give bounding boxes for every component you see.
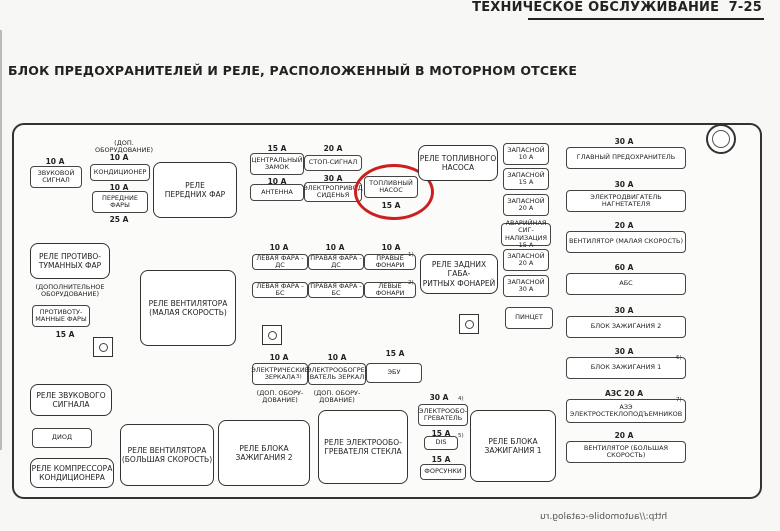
fuse-tsentralny-zamok: ЦЕНТРАЛЬНЫЙ ЗАМОК: [250, 153, 304, 175]
amp-glavny-predohranitel: 30 A: [614, 136, 634, 146]
relay-bloka-zazhiganiya-1: РЕЛЕ БЛОКА ЗАЖИГАНИЯ 1: [470, 410, 556, 482]
page-number: 7-25: [728, 0, 762, 15]
fuse-stop-signal: СТОП-СИГНАЛ: [304, 155, 362, 171]
note-3: 3): [296, 374, 302, 380]
amp-pravye-fonari: 10 A: [381, 242, 401, 252]
note-2: 2): [408, 280, 414, 286]
fuel-pump-fuse-highlight: [354, 164, 434, 220]
fuse-glavny-predohranitel: ГЛАВНЫЙ ПРЕДОХРАНИТЕЛЬ: [566, 147, 686, 169]
note-1: 1): [408, 252, 414, 258]
relay-zadnih-gabaritnyh-fonarey: РЕЛЕ ЗАДНИХ ГАБА- РИТНЫХ ФОНАРЕЙ: [420, 254, 498, 294]
amp-forsunki: 15 A: [431, 454, 451, 464]
note-6: 6): [676, 355, 682, 361]
terminal-left: [93, 337, 113, 357]
fuse-levaya-fara-bs: ЛЕВАЯ ФАРА - БС: [252, 282, 308, 298]
amp-antenna: 10 A: [267, 176, 287, 186]
fuse-antenna: АНТЕННА: [250, 184, 304, 201]
fuse-zapasnoy-15: ЗАПАСНОЙ 15 A: [503, 168, 549, 190]
fuse-aze-elektrosteklopodemniki: АЗЭ ЭЛЕКТРОСТЕКЛОПОДЪЕМНИКОВ: [566, 399, 686, 423]
fuse-levye-fonari: ЛЕВЫЕ ФОНАРИ: [364, 282, 416, 298]
fuse-levaya-fara-ds: ЛЕВАЯ ФАРА - ДС: [252, 254, 308, 270]
note-dop-obogrev: (ДОП. ОБОРУ- ДОВАНИЕ): [313, 388, 361, 404]
section-title: ТЕХНИЧЕСКОЕ ОБСЛУЖИВАНИЕ: [472, 0, 720, 15]
fuse-ventilyator-malaya: ВЕНТИЛЯТОР (МАЛАЯ СКОРОСТЬ): [566, 231, 686, 253]
fuse-elektroobogrevatel: ЭЛЕКТРООБО- ГРЕВАТЕЛЬ: [418, 404, 468, 426]
note-dop-zerkala: (ДОП. ОБОРУ- ДОВАНИЕ): [256, 388, 304, 404]
amp-protivotumannye-fary: 15 A: [55, 329, 75, 339]
note-dopolnitelnoe-oborudovanie: (ДОПОЛНИТЕЛЬНОЕ ОБОРУДОВАНИЕ): [35, 282, 105, 298]
fuse-avariynaya-signalizatsiya: АВАРИЙНАЯ СИГ- НАЛИЗАЦИЯ 15 A: [501, 220, 551, 248]
fuse-protivotumannye-fary: ПРОТИВОТУ- МАННЫЕ ФАРЫ: [32, 305, 90, 327]
header-rule: [528, 18, 764, 20]
amp-zvukovoy-signal: 10 A: [45, 156, 65, 166]
relay-protivotumannyh-far: РЕЛЕ ПРОТИВО- ТУМАННЫХ ФАР: [30, 243, 110, 279]
relay-toplivnogo-nasosa: РЕЛЕ ТОПЛИВНОГО НАСОСА: [418, 145, 498, 181]
page-binding-edge: [0, 30, 2, 450]
relay-ventilyatora-bolshaya: РЕЛЕ ВЕНТИЛЯТОРА (БОЛЬШАЯ СКОРОСТЬ): [120, 424, 214, 486]
fuse-pravye-fonari: ПРАВЫЕ ФОНАРИ: [364, 254, 416, 270]
fuse-zapasnoy-20b: ЗАПАСНОЙ 20 A: [503, 249, 549, 271]
relay-bloka-zazhiganiya-2: РЕЛЕ БЛОКА ЗАЖИГАНИЯ 2: [218, 420, 310, 486]
fuse-pravaya-fara-bs: ПРАВАЯ ФАРА - БС: [308, 282, 364, 298]
fuse-forsunki: ФОРСУНКИ: [420, 464, 466, 480]
terminal-center: [262, 325, 282, 345]
amp-perednie-fary-top: 10 A: [109, 182, 129, 192]
fuse-zapasnoy-10: ЗАПАСНОЙ 10 A: [503, 143, 549, 165]
amp-ventilyator-malaya: 20 A: [614, 220, 634, 230]
amp-dis: 15 A: [431, 428, 451, 438]
amp-elektrodvigatel-nagnetatelya: 30 A: [614, 179, 634, 189]
mounting-hole: [706, 124, 736, 154]
pintset: ПИНЦЕТ: [505, 307, 553, 329]
amp-elektroobogrevatel-zerkal: 10 A: [327, 352, 347, 362]
fuse-zapasnoy-30: ЗАПАСНОЙ 30 A: [503, 275, 549, 297]
fuse-pravaya-fara-ds: ПРАВАЯ ФАРА - ДС: [308, 254, 364, 270]
diagram-title: БЛОК ПРЕДОХРАНИТЕЛЕЙ И РЕЛЕ, РАСПОЛОЖЕНН…: [8, 63, 578, 78]
relay-perednih-far: РЕЛЕ ПЕРЕДНИХ ФАР: [153, 162, 237, 218]
fuse-elektricheskie-zerkala: ЭЛЕКТРИЧЕСКИЕ ЗЕРКАЛА: [251, 363, 309, 385]
fuse-elektrodvigatel-nagnetatelya: ЭЛЕКТРОДВИГАТЕЛЬ НАГНЕТАТЕЛЯ: [566, 190, 686, 212]
fuse-blok-zazhiganiya-2: БЛОК ЗАЖИГАНИЯ 2: [566, 316, 686, 338]
fuse-ventilyator-bolshaya: ВЕНТИЛЯТОР (БОЛЬШАЯ СКОРОСТЬ): [566, 441, 686, 463]
amp-elektroobogrevatel: 30 A: [429, 392, 449, 402]
amp-konditsioner: 10 A: [109, 152, 129, 162]
note-dop-oborudovanie-kond: (ДОП. ОБОРУДОВАНИЕ): [94, 138, 154, 154]
fuse-perednie-fary: ПЕРЕДНИЕ ФАРЫ: [92, 191, 148, 213]
amp-ventilyator-bolshaya: 20 A: [614, 430, 634, 440]
fuse-blok-zazhiganiya-1: БЛОК ЗАЖИГАНИЯ 1: [566, 357, 686, 379]
amp-blok-zazhiganiya-1: 30 A: [614, 346, 634, 356]
fuse-zapasnoy-20: ЗАПАСНОЙ 20 A: [503, 194, 549, 216]
fuse-zvukovoy-signal: ЗВУКОВОЙ СИГНАЛ: [30, 166, 82, 188]
fuse-konditsioner: КОНДИЦИОНЕР: [90, 164, 150, 181]
amp-stop-signal: 20 A: [323, 143, 343, 153]
amp-blok-zazhiganiya-2: 30 A: [614, 305, 634, 315]
amp-ebu: 15 A: [385, 348, 405, 358]
fuse-dis: DIS: [424, 436, 458, 450]
amp-perednie-fary-bottom: 25 A: [109, 214, 129, 224]
fuse-abs: АБС: [566, 273, 686, 295]
relay-kompressora-konditsionera: РЕЛЕ КОМПРЕССОРА КОНДИЦИОНЕРА: [30, 458, 114, 488]
relay-zvukovogo-signala: РЕЛЕ ЗВУКОВОГО СИГНАЛА: [30, 384, 112, 416]
amp-abs: 60 A: [614, 262, 634, 272]
fuse-ebu: ЭБУ: [366, 363, 422, 383]
diod: ДИОД: [32, 428, 92, 448]
note-4: 4): [458, 396, 464, 402]
amp-elektroprivod-sidenya: 30 A: [323, 173, 343, 183]
amp-elektricheskie-zerkala: 10 A: [269, 352, 289, 362]
amp-tsentralny-zamok: 15 A: [267, 143, 287, 153]
terminal-right: [459, 314, 479, 334]
amp-pravaya-fara-ds: 10 A: [325, 242, 345, 252]
relay-elektroobogrevatelya-stekla: РЕЛЕ ЭЛЕКТРООБО- ГРЕВАТЕЛЯ СТЕКЛА: [318, 410, 408, 484]
mirrored-url: http://automobile-catalog.ru: [540, 512, 668, 522]
fuse-elektroobogrevatel-zerkal: ЭЛЕКТРООБОГРЕ- ВАТЕЛЬ ЗЕРКАЛ: [307, 363, 367, 385]
amp-levaya-fara-ds: 10 A: [269, 242, 289, 252]
amp-aze-elektrosteklopodemniki: АЗС 20 A: [604, 388, 644, 398]
note-7: 7): [676, 397, 682, 403]
page-header: ТЕХНИЧЕСКОЕ ОБСЛУЖИВАНИЕ 7-25: [472, 0, 762, 15]
relay-ventilyatora-malaya: РЕЛЕ ВЕНТИЛЯТОРА (МАЛАЯ СКОРОСТЬ): [140, 270, 236, 346]
note-5: 5): [458, 433, 464, 439]
